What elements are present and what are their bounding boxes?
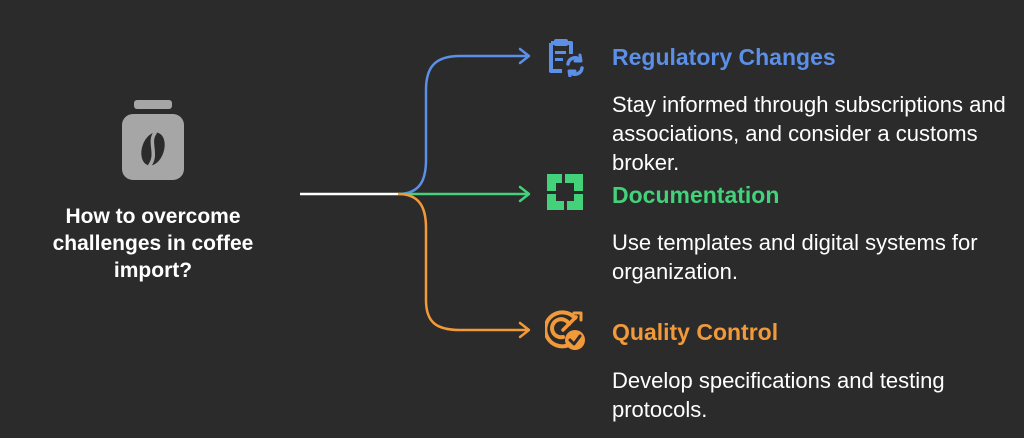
connector-quality bbox=[397, 192, 528, 332]
document-frame-icon bbox=[547, 174, 583, 210]
target-check-icon bbox=[545, 310, 585, 350]
branch-title-regulatory-changes: Regulatory Changes bbox=[612, 44, 836, 70]
coffee-bean-bag-icon bbox=[122, 100, 184, 180]
branch-description-quality-control: Develop specifications and testing proto… bbox=[612, 368, 945, 422]
branch-description-documentation: Use templates and digital systems for or… bbox=[612, 230, 978, 284]
arrowhead-regulatory bbox=[518, 47, 531, 65]
branch-title-documentation: Documentation bbox=[612, 182, 780, 208]
connector-regulatory bbox=[397, 54, 528, 196]
clipboard-refresh-icon bbox=[549, 39, 584, 77]
branch-title-quality-control: Quality Control bbox=[612, 319, 779, 345]
arrowhead-quality bbox=[518, 321, 531, 339]
branch-description-regulatory-changes: Stay informed through subscriptions and … bbox=[612, 92, 1006, 175]
central-question: How to overcome challenges in coffee imp… bbox=[52, 205, 254, 282]
arrowhead-documentation bbox=[518, 185, 531, 203]
